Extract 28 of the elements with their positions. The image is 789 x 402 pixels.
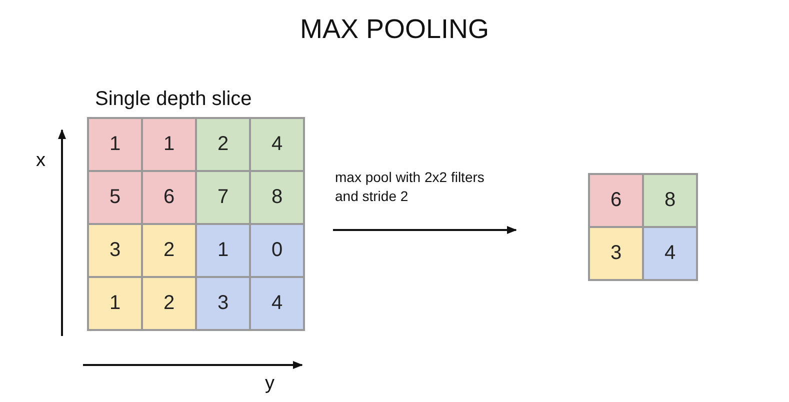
matrix-cell: 3: [589, 227, 643, 280]
matrix-cell: 3: [88, 224, 142, 277]
matrix-cell: 8: [250, 171, 304, 224]
matrix-cell: 6: [589, 174, 643, 227]
arrow: [333, 226, 517, 234]
grid-heading: Single depth slice: [95, 88, 252, 111]
matrix-cell: 1: [88, 118, 142, 171]
matrix-grid: [87, 117, 305, 331]
matrix-grid: [588, 173, 698, 281]
matrix-cell: 0: [250, 224, 304, 277]
matrix-cell: 1: [88, 277, 142, 330]
matrix-cell: 8: [643, 174, 697, 227]
matrix-cell: 6: [142, 171, 196, 224]
matrix-cell: 3: [196, 277, 250, 330]
edge-label: max pool with 2x2 filters and stride 2: [335, 168, 486, 206]
matrix-cell: 4: [643, 227, 697, 280]
axis-label: y: [265, 373, 274, 395]
matrix-cell: 4: [250, 277, 304, 330]
matrix-cell: 1: [142, 118, 196, 171]
matrix-cell: 4: [250, 118, 304, 171]
matrix-cell: 2: [142, 224, 196, 277]
matrix-cell: 7: [196, 171, 250, 224]
matrix-cell: 1: [196, 224, 250, 277]
matrix-cell: 5: [88, 171, 142, 224]
title: MAX POOLING: [298, 14, 490, 45]
axis-label: x: [36, 150, 46, 172]
matrix-cell: 2: [142, 277, 196, 330]
matrix-cell: 2: [196, 118, 250, 171]
